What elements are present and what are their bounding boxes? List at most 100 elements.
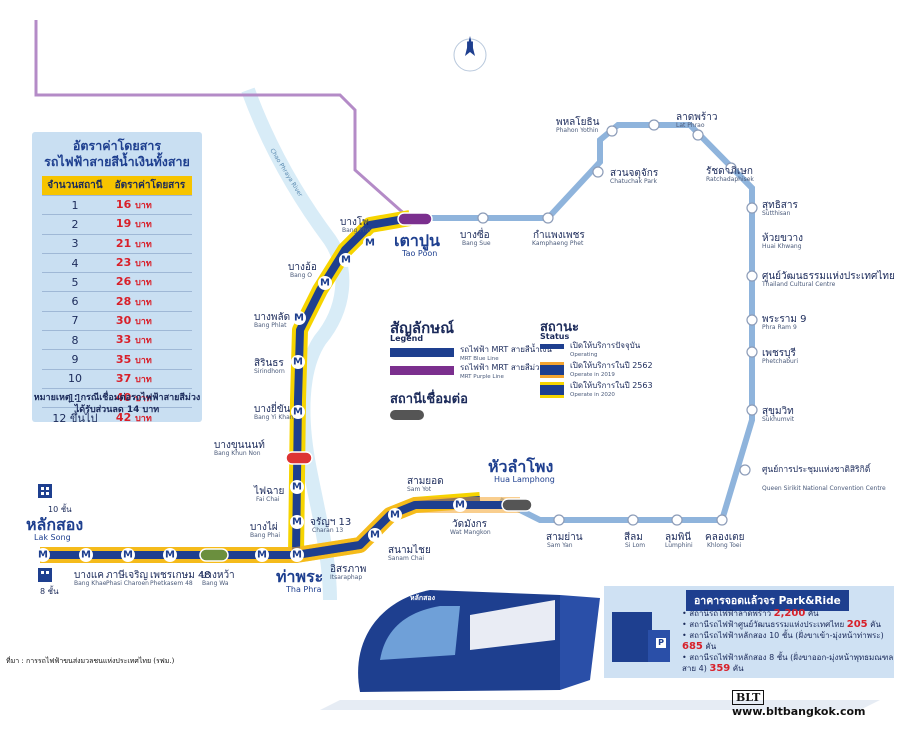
roundel[interactable]: M	[163, 548, 177, 562]
station-cultural[interactable]	[746, 270, 758, 282]
roundel[interactable]: M	[292, 311, 306, 325]
station-sukhumvit[interactable]	[746, 404, 758, 416]
station-sutthisan[interactable]	[725, 162, 737, 174]
roundel[interactable]: M	[121, 548, 135, 562]
svg-text:M: M	[365, 238, 375, 249]
interchange-hua-lamphong[interactable]	[501, 498, 533, 512]
svg-text:เพชรบุรี: เพชรบุรี	[762, 347, 797, 359]
roundel[interactable]: M	[453, 498, 467, 512]
station-tha-phra-name: ท่าพระ	[276, 567, 323, 586]
station-si-lom[interactable]	[627, 514, 639, 526]
col-stations: จำนวนสถานี	[42, 176, 108, 196]
svg-text:สนามไชย: สนามไชย	[388, 544, 431, 556]
roundel[interactable]: M	[290, 548, 304, 562]
svg-text:Kamphaeng Phet: Kamphaeng Phet	[532, 240, 584, 247]
svg-text:M: M	[292, 517, 302, 528]
svg-text:Thailand Cultural Centre: Thailand Cultural Centre	[761, 281, 836, 288]
roundel[interactable]: M	[388, 508, 402, 522]
svg-text:บางซื่อ: บางซื่อ	[460, 227, 490, 241]
fare-row-stations: 2	[42, 214, 108, 235]
svg-text:Bang Khun Non: Bang Khun Non	[214, 450, 261, 457]
source-footnote: ที่มา : การรถไฟฟ้าขนส่งมวลชนแห่งประเทศไท…	[6, 657, 175, 665]
svg-text:Sirindhorn: Sirindhorn	[254, 368, 285, 375]
legend-blue-swatch	[390, 348, 454, 357]
svg-text:เพชรเกษม 48: เพชรเกษม 48	[150, 570, 211, 581]
status-swatch-2019	[540, 362, 564, 378]
loop-stations	[477, 119, 758, 526]
station-bang-sue[interactable]	[477, 212, 489, 224]
blue-line-loop	[430, 122, 755, 523]
svg-text:ห้วยขวาง: ห้วยขวาง	[762, 232, 803, 244]
roundel[interactable]: M	[290, 515, 304, 529]
roundel[interactable]: M	[368, 528, 382, 542]
station-lat-phrao[interactable]	[648, 119, 660, 131]
station-chatuchak[interactable]	[592, 166, 604, 178]
svg-text:Sutthisan: Sutthisan	[762, 210, 791, 217]
svg-text:Phetkasem 48: Phetkasem 48	[150, 580, 193, 587]
fare-row-price: 21 บาท	[107, 233, 192, 254]
fare-row-price: 33 บาท	[107, 330, 192, 350]
svg-text:Phahon Yothin: Phahon Yothin	[556, 127, 599, 134]
svg-text:บางพลัด: บางพลัด	[254, 312, 290, 323]
park-ride-panel: P อาคารจอดแล้วจร Park&Ride • สถานีรถไฟฟ้…	[604, 586, 894, 678]
svg-text:ลาดพร้าว: ลาดพร้าว	[676, 111, 717, 123]
interchange-lak-song[interactable]	[199, 548, 229, 562]
fare-title-1: อัตราค่าโดยสาร	[72, 138, 162, 153]
svg-text:สุทธิสาร: สุทธิสาร	[762, 200, 799, 211]
station-phetchaburi[interactable]	[746, 346, 758, 358]
legend-title: สัญลักษณ์	[390, 319, 455, 337]
fare-row-stations: 7	[42, 310, 108, 331]
roundel[interactable]: M	[79, 548, 93, 562]
fare-row-price: 37 บาท	[107, 368, 192, 389]
roundel[interactable]: M	[36, 548, 50, 562]
fare-row-price: 42 บาท	[107, 407, 192, 429]
station-sam-yan[interactable]	[553, 514, 565, 526]
roundel[interactable]: M	[291, 405, 305, 419]
station-khlong-toei[interactable]	[716, 514, 728, 526]
svg-text:ภาษีเจริญ: ภาษีเจริญ	[106, 569, 148, 581]
roundel[interactable]: M	[339, 253, 353, 267]
fare-row-price: 26 บาท	[107, 272, 192, 292]
svg-text:Bang Pho: Bang Pho	[342, 227, 371, 234]
fare-table-panel: อัตราค่าโดยสาร รถไฟฟ้าสายสีน้ำเงินทั้งสา…	[32, 132, 202, 429]
interchange-tao-poon[interactable]	[397, 212, 433, 226]
roundel[interactable]: M	[290, 480, 304, 494]
station-lumphini[interactable]	[671, 514, 683, 526]
station-rama9[interactable]	[746, 314, 758, 326]
station-ratchada[interactable]	[692, 129, 704, 141]
station-kamphaeng-phet[interactable]	[542, 212, 554, 224]
fare-row-price: 28 บาท	[107, 291, 192, 312]
svg-text:บางยี่ขัน: บางยี่ขัน	[254, 401, 291, 415]
svg-text:Sanam Chai: Sanam Chai	[388, 555, 424, 562]
fare-row-price: 23 บาท	[107, 252, 192, 273]
legend-purple-swatch	[390, 366, 454, 375]
svg-text:M: M	[38, 550, 48, 561]
station-qsncc[interactable]	[739, 464, 751, 476]
svg-text:สิรินธร: สิรินธร	[254, 358, 284, 369]
svg-text:Phra Ram 9: Phra Ram 9	[762, 324, 797, 331]
fare-row-stations: 12 ขึ้นไป	[42, 407, 108, 429]
purple-line-path	[34, 20, 411, 220]
svg-text:สุขุมวิท: สุขุมวิท	[762, 406, 794, 417]
svg-text:สวนจตุจักร: สวนจตุจักร	[610, 168, 659, 179]
svg-text:Si Lom: Si Lom	[625, 542, 645, 549]
svg-text:Itsaraphap: Itsaraphap	[330, 574, 362, 581]
legend-interchange: สถานีเชื่อมต่อ	[390, 392, 468, 407]
station-huai-khwang[interactable]	[746, 202, 758, 214]
interchange-bang-khun-non[interactable]	[285, 451, 313, 465]
roundel[interactable]: M	[318, 276, 332, 290]
roundel[interactable]: M	[255, 548, 269, 562]
roundel[interactable]: M	[291, 355, 305, 369]
brand-url[interactable]: www.bltbangkok.com	[732, 705, 866, 718]
roundel[interactable]: M	[363, 236, 377, 250]
orange-segment	[40, 497, 520, 563]
station-phahon[interactable]	[606, 125, 618, 137]
brand-logo: BLT	[732, 690, 765, 705]
